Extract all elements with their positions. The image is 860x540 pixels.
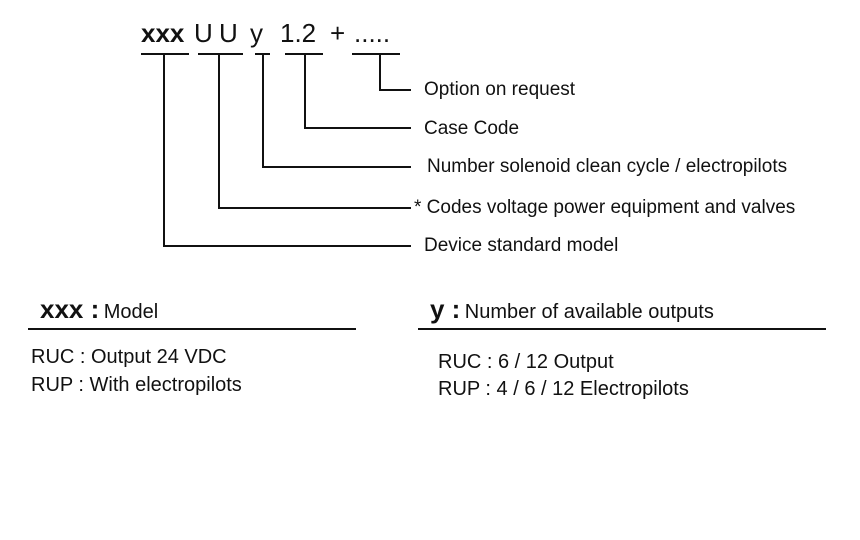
label-solenoid-count: Number solenoid clean cycle / electropil… xyxy=(427,156,788,177)
connector-case xyxy=(304,54,411,129)
outputs-section-title: y : Number of available outputs xyxy=(430,294,714,329)
outputs-section-heading: Number of available outputs xyxy=(464,301,714,323)
code-part-u2: U xyxy=(219,18,238,48)
label-voltage-codes: * Codes voltage power equipment and valv… xyxy=(414,197,796,218)
outputs-section-key: y : xyxy=(430,294,461,324)
label-standard-model: Device standard model xyxy=(424,235,619,256)
label-case-code: Case Code xyxy=(424,118,520,139)
code-part-y: y xyxy=(250,18,263,48)
model-item-rup: RUP : With electropilots xyxy=(31,374,242,396)
code-part-option: ..... xyxy=(354,18,391,48)
outputs-item-ruc: RUC : 6 / 12 Output xyxy=(438,351,614,373)
model-item-ruc: RUC : Output 24 VDC xyxy=(31,346,227,368)
code-part-u1: U xyxy=(194,18,213,48)
code-part-plus: + xyxy=(330,18,346,48)
outputs-section-rule xyxy=(418,328,826,330)
model-section-title: xxx : Model xyxy=(40,294,158,329)
label-option-on-request: Option on request xyxy=(424,79,576,100)
code-part-case: 1.2 xyxy=(280,18,317,48)
code-part-xxx: xxx xyxy=(141,18,185,48)
connector-solenoid xyxy=(262,54,411,168)
model-section-key: xxx : xyxy=(40,294,100,324)
connector-model xyxy=(163,54,411,247)
model-section-heading: Model xyxy=(103,301,159,323)
connector-option xyxy=(379,54,411,91)
model-section-rule xyxy=(28,328,356,330)
connector-voltage xyxy=(218,54,411,209)
outputs-item-rup: RUP : 4 / 6 / 12 Electropilots xyxy=(438,378,689,400)
